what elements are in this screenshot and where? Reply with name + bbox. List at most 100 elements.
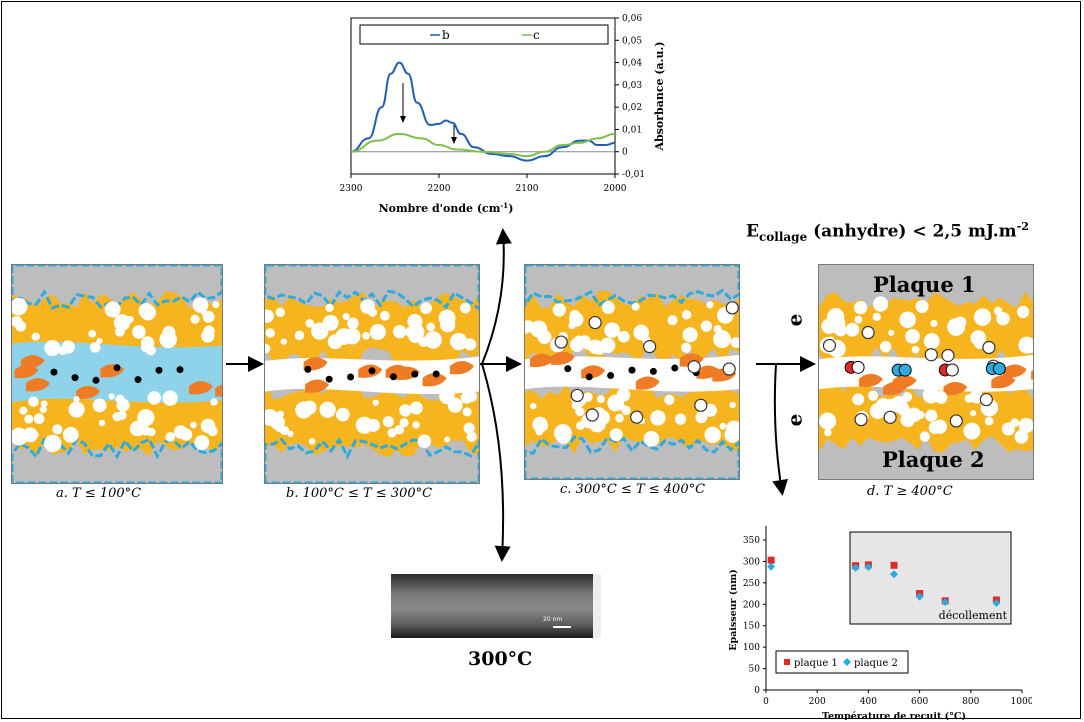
- ir-ytick-label: -0,01: [622, 170, 645, 180]
- ir-xtick-label: 2100: [516, 184, 539, 194]
- tem-right-edge: [593, 574, 601, 638]
- pore: [162, 390, 178, 406]
- pore: [911, 345, 920, 354]
- arrow-to-tem-image: [481, 363, 511, 562]
- pore: [194, 435, 210, 450]
- pore: [116, 398, 130, 412]
- ir-ytick-label: 0,05: [622, 36, 642, 46]
- pore: [294, 330, 305, 341]
- pore: [212, 301, 220, 309]
- bond-region: [76, 385, 101, 400]
- gas-bubble: [822, 338, 837, 353]
- thickness-xtick-label: 200: [809, 697, 826, 707]
- pore: [464, 338, 477, 351]
- bond-region: [305, 379, 330, 393]
- bond-region: [943, 381, 968, 396]
- point-plaque-2: [890, 570, 898, 579]
- siloxane-bond: [649, 367, 657, 375]
- pore: [409, 401, 423, 415]
- siloxane-bond: [176, 366, 184, 374]
- point-plaque-2: [941, 598, 950, 607]
- pore: [192, 297, 209, 313]
- ir-ytick-label: 0,06: [622, 14, 642, 24]
- pore: [535, 427, 544, 436]
- bond-region: [991, 374, 1016, 389]
- pore: [382, 416, 394, 428]
- caption-d: d. T ≥ 400°C: [867, 484, 953, 499]
- thickness-xtick-label: 0: [763, 697, 769, 707]
- pore: [993, 306, 1003, 316]
- pore: [202, 310, 215, 323]
- gas-bubble: [949, 414, 963, 428]
- pore: [40, 400, 48, 408]
- gas-bubble: [687, 360, 701, 374]
- legend-label-plaque-1: plaque 1: [794, 658, 838, 669]
- pore: [325, 303, 334, 313]
- pore: [607, 394, 625, 412]
- pore: [1018, 417, 1033, 434]
- pore: [588, 339, 603, 355]
- upper-silicon: [12, 265, 222, 309]
- pore: [394, 424, 405, 435]
- thickness-xtick-label: 1000: [1011, 697, 1032, 707]
- legend-marker-plaque-2: [843, 658, 851, 666]
- pore: [730, 337, 739, 348]
- gas-bubble: [643, 340, 657, 354]
- pore: [973, 308, 992, 326]
- thickness-xlabel: Température de recuit (°C): [822, 711, 966, 720]
- pore: [569, 312, 584, 327]
- pore: [578, 335, 591, 348]
- ir-series-c: [350, 132, 616, 158]
- thickness-ytick-label: 200: [743, 600, 760, 610]
- pore: [704, 426, 721, 444]
- pore: [463, 422, 475, 434]
- pore: [915, 300, 929, 314]
- point-plaque-1: [767, 556, 775, 564]
- pore: [62, 426, 79, 443]
- ir-ytick-label: 0: [622, 148, 628, 158]
- ir-legend-box: [359, 24, 609, 45]
- ir-ytick-label: 0,04: [622, 59, 642, 69]
- bond-region: [188, 381, 213, 395]
- plaque-1-label: Plaque 1: [873, 272, 976, 297]
- thickness-ylabel: Epaisseur (nm): [728, 569, 739, 651]
- siloxane-bond: [155, 366, 163, 374]
- pore: [916, 410, 925, 420]
- thickness-xtick-label: 600: [911, 697, 928, 707]
- thickness-ytick-label: 0: [754, 686, 760, 696]
- pore: [852, 393, 865, 406]
- point-plaque-2: [864, 563, 873, 571]
- gas-molecule: [851, 360, 865, 374]
- pore: [12, 316, 23, 328]
- tem-temperature-label: 300°C: [468, 648, 533, 670]
- pore: [462, 407, 472, 417]
- pore: [265, 309, 274, 323]
- siloxane-bond: [368, 367, 376, 375]
- pore: [173, 425, 188, 439]
- siloxane-bond: [304, 365, 312, 373]
- pore: [96, 337, 103, 345]
- pore: [287, 430, 294, 437]
- pore: [426, 322, 436, 332]
- arrow-to-thickness-chart: [772, 363, 788, 496]
- pore: [674, 413, 687, 425]
- pore: [399, 404, 412, 417]
- caption-c: c. 300°C ≤ T ≤ 400°C: [560, 482, 706, 497]
- siloxane-bond: [71, 374, 79, 382]
- pore: [845, 322, 860, 337]
- pore: [819, 412, 837, 430]
- upper-silicon: [819, 265, 1033, 308]
- pore: [853, 301, 868, 315]
- pore: [643, 431, 660, 447]
- pore: [650, 410, 666, 426]
- siloxane-bond: [564, 365, 572, 373]
- pore: [33, 413, 45, 425]
- pore: [1001, 422, 1015, 436]
- pore: [68, 401, 85, 418]
- pore: [412, 421, 420, 429]
- siloxane-bond: [113, 364, 121, 372]
- ir-ytick-label: 0,03: [622, 81, 642, 91]
- pore: [888, 329, 895, 336]
